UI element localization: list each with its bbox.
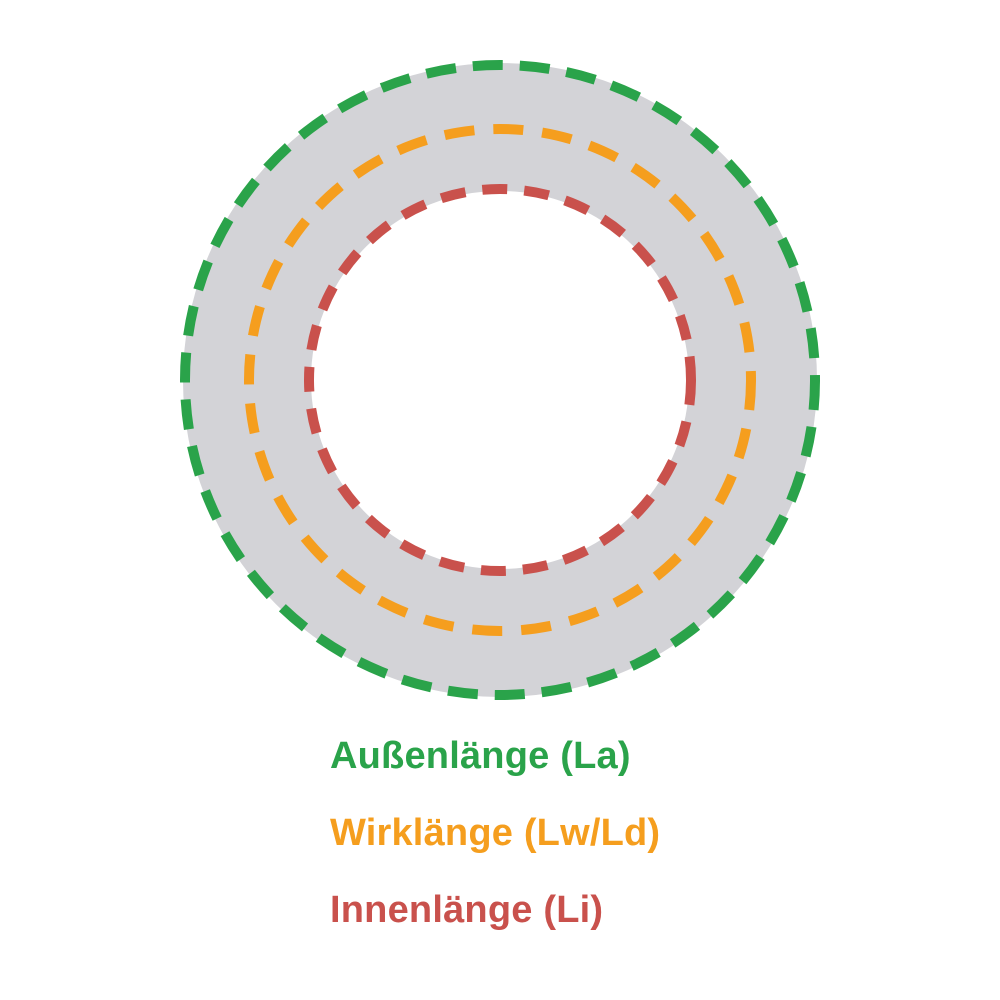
outer-length-circle [180,60,820,700]
inner-length-circle [304,184,696,576]
belt-ring-illustration [180,60,820,700]
legend-effective-length-label: Wirklänge (Lw/Ld) [330,812,661,854]
effective-length-circle [244,124,756,636]
legend: Außenlänge (La) Wirklänge (Lw/Ld) Innenl… [330,737,660,968]
legend-inner-length-label: Innenlänge (Li) [330,889,604,931]
legend-outer-length-label: Außenlänge (La) [330,735,631,777]
